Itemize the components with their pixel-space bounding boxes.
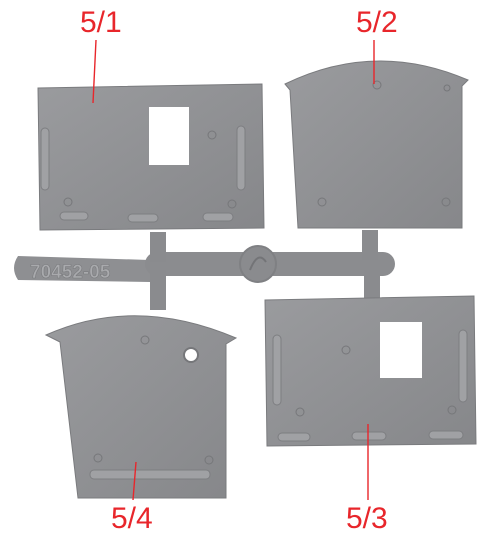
part-5-4 [44,315,238,499]
callout-5-3: 5/3 [346,502,388,535]
part-5-1 [37,83,265,231]
callout-5-1: 5/1 [80,6,122,39]
part-5-3 [264,295,477,447]
leader-lines [92,39,375,501]
leader-5-1 [92,39,97,104]
part-5-2 [284,60,469,229]
sprue-runner [14,230,395,310]
sprue-code: 70452-05 [30,262,111,283]
callout-5-2: 5/2 [356,6,398,39]
leader-5-4 [132,461,137,501]
callout-5-4: 5/4 [111,502,153,535]
